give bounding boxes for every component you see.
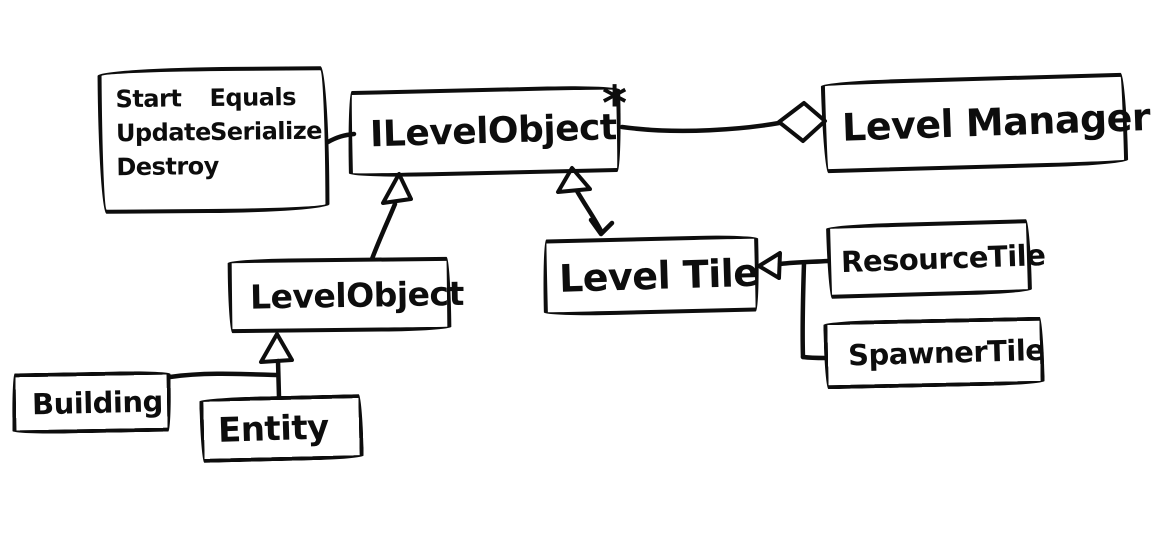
aggregation-line: [619, 120, 782, 134]
inheritance-triangle-icon-entities: [259, 332, 294, 364]
class-box-spawnertile: SpawnerTile: [823, 316, 1045, 390]
methods-row: Start Equals: [115, 80, 321, 117]
inheritance-line-levelobject: [369, 201, 398, 262]
class-box-entity: Entity: [199, 394, 364, 463]
aggregation-diamond-icon: [777, 101, 827, 143]
class-name: ILevelObject: [369, 107, 618, 156]
class-box-levelmanager: Level Manager: [820, 72, 1151, 174]
methods-row: Destroy: [116, 148, 322, 185]
class-box-ilevelobject: ILevelObject: [347, 84, 622, 179]
entities-branch-horizontal: [167, 371, 279, 380]
tiles-branch-horizontal-top: [777, 258, 831, 267]
tiles-branch-vertical: [800, 260, 807, 360]
class-box-levelobject: LevelObject: [227, 256, 464, 334]
method-name: Serialize: [209, 116, 323, 147]
method-name: Start: [115, 84, 182, 114]
class-name: SpawnerTile: [847, 332, 1045, 373]
method-name: Destroy: [116, 151, 219, 182]
class-box-leveltile: Level Tile: [542, 234, 760, 317]
method-name: Equals: [209, 82, 297, 113]
tiles-branch-horizontal-bottom: [800, 354, 828, 361]
class-box-building: Building: [11, 370, 172, 435]
inheritance-triangle-icon-tiles: [757, 251, 782, 280]
methods-row: Update Serialize: [116, 114, 322, 151]
class-name: Entity: [217, 406, 330, 451]
entities-branch-vertical: [275, 358, 282, 400]
methods-list: Start Equals Update Serialize Destroy: [101, 70, 328, 185]
inheritance-triangle-icon-levelobject: [381, 172, 413, 205]
note-box-interface-methods: Start Equals Update Serialize Destroy: [97, 66, 330, 214]
multiplicity-star: *: [602, 76, 628, 132]
class-name: Level Manager: [841, 94, 1151, 150]
class-name: LevelObject: [249, 273, 465, 317]
arrowhead-icon-leveltile-end: [588, 217, 615, 237]
class-box-resourcetile: ResourceTile: [826, 219, 1046, 299]
method-name: Update: [115, 118, 211, 148]
method-name: [210, 148, 322, 183]
class-name: ResourceTile: [840, 238, 1046, 280]
class-name: Building: [31, 383, 164, 421]
inheritance-line-leveltile: [574, 188, 604, 234]
class-name: Level Tile: [558, 250, 760, 301]
